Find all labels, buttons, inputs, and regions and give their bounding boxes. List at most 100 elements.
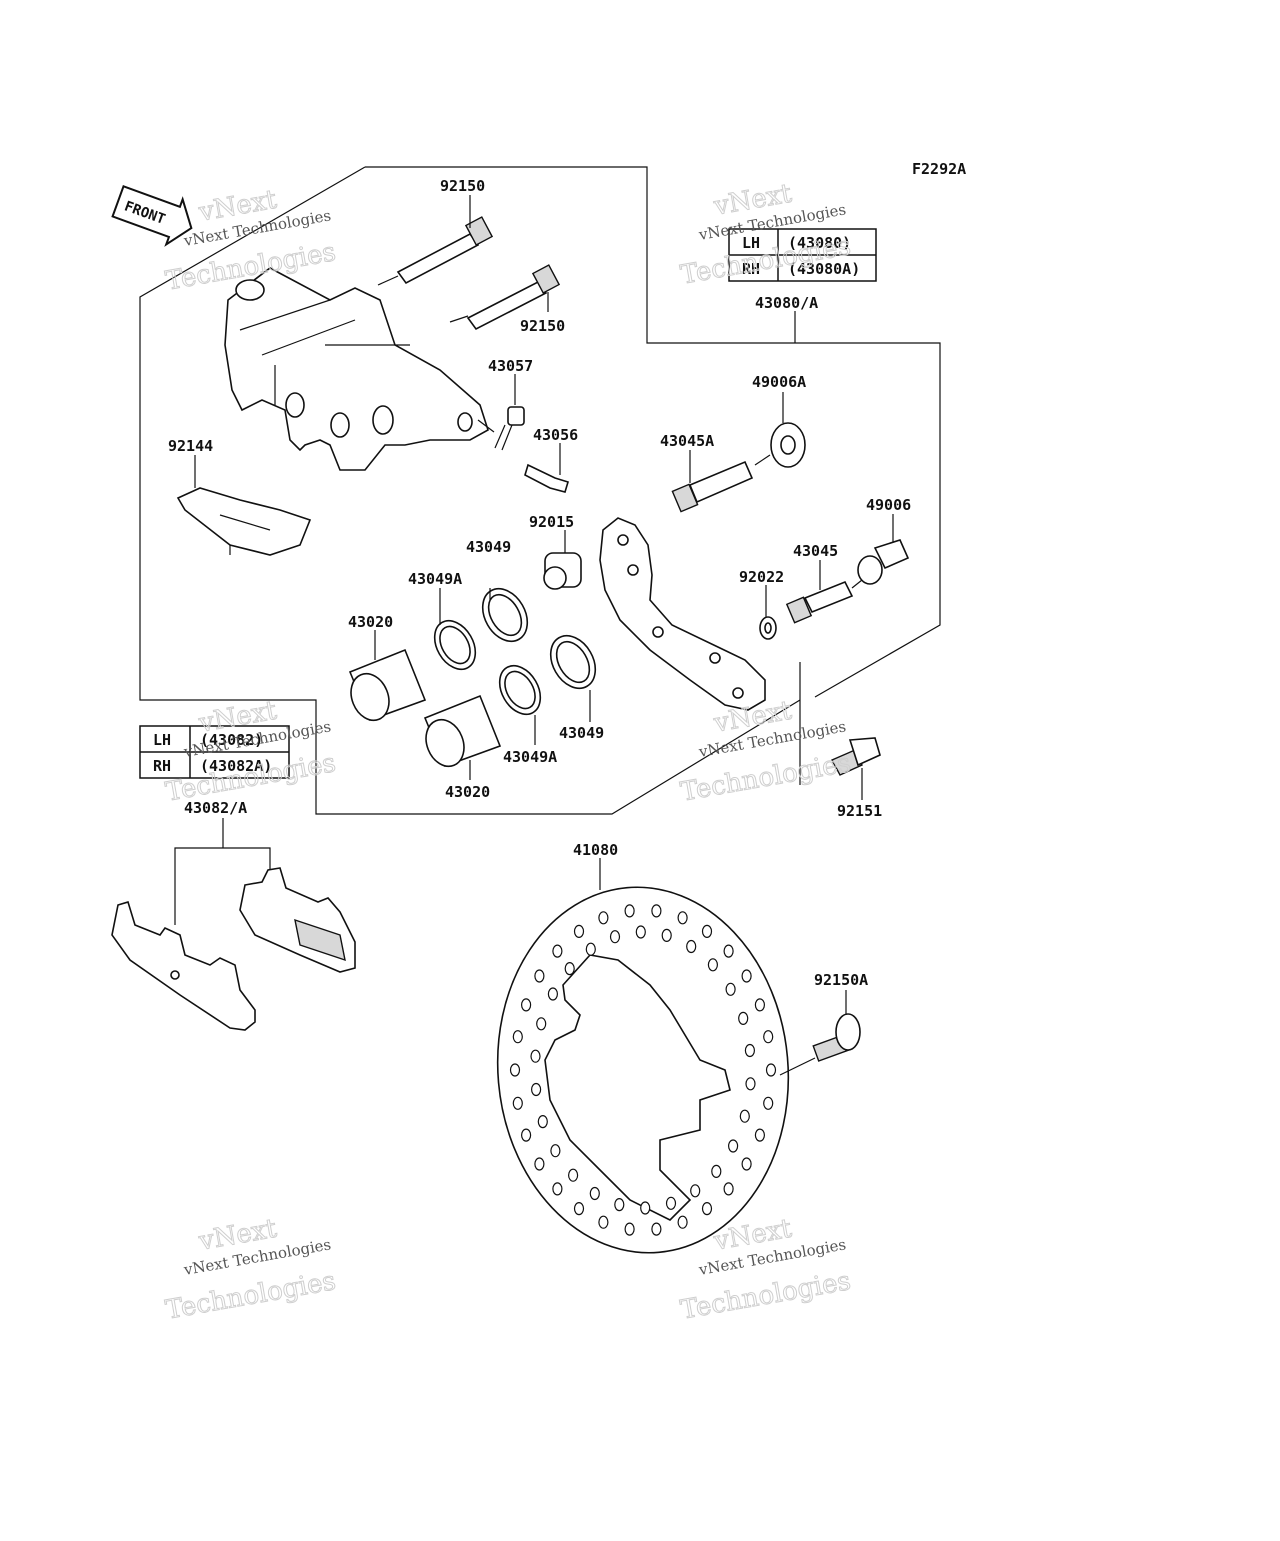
disc-hole [744, 1043, 756, 1058]
disc-hole [677, 1215, 688, 1229]
disc-hole [550, 1144, 561, 1158]
disc-hole [573, 1201, 585, 1216]
disc-hole [661, 928, 672, 943]
watermark-top-right: vNext Technologies vNext Technologies [678, 178, 854, 291]
disc-hole [585, 942, 596, 956]
caliper-bracket [599, 517, 766, 711]
watermark-bottom-left: vNext Technologies vNext Technologies [163, 1213, 339, 1326]
boot-49006A [770, 422, 806, 468]
disc-hole [547, 987, 559, 1001]
disc-hole [552, 1182, 563, 1196]
clip-43057 [494, 406, 525, 451]
disc-hole [614, 1197, 625, 1212]
brake-pad-right [239, 867, 356, 973]
label-43049-b: 43049 [559, 724, 604, 742]
disc-hole [701, 1201, 713, 1216]
disc-hole [738, 1011, 749, 1026]
label-43045A: 43045A [660, 432, 714, 450]
label-49006A: 49006A [752, 373, 806, 391]
pin-92150-mid [466, 264, 561, 331]
boot-49006 [857, 539, 910, 585]
disc-hole [754, 1128, 766, 1142]
disc-hole [512, 1096, 523, 1110]
watermark-mid-right: vNext Technologies vNext Technologies [678, 695, 854, 808]
disc-hole [512, 1030, 523, 1044]
disc-hole [763, 1030, 774, 1044]
label-92150-mid: 92150 [520, 317, 565, 335]
pin-43045A [671, 460, 754, 513]
disc-hole [534, 1157, 545, 1171]
caliper-lh-label: LH [742, 234, 760, 252]
disc-hole [520, 1128, 532, 1142]
pad-lhrh-table: LH (43082) RH (43082A) [139, 725, 290, 779]
label-92015: 92015 [529, 513, 574, 531]
disc-hole [530, 1049, 541, 1063]
sleeve-92015 [543, 552, 582, 590]
pad-rh-part: (43082A) [200, 757, 272, 775]
caliper-assembly-outline-left [139, 166, 801, 815]
disc-hole [745, 1077, 756, 1091]
pin-92150-top [396, 216, 494, 285]
label-49006: 49006 [866, 496, 911, 514]
pad-lh-part: (43082) [200, 731, 263, 749]
disc-hole [651, 1222, 662, 1236]
label-43049-a: 43049 [466, 538, 511, 556]
caliper-lhrh-table: LH (43080) RH (43080A) [728, 228, 877, 282]
label-41080: 41080 [573, 841, 618, 859]
bolt-92151 [831, 737, 881, 776]
disc-hole [677, 911, 688, 925]
label-92022: 92022 [739, 568, 784, 586]
disc-hole [635, 925, 646, 939]
label-43020-a: 43020 [348, 613, 393, 631]
caliper-lh-part: (43080) [788, 234, 851, 252]
disc-hole [573, 924, 585, 939]
disc-hole [534, 969, 545, 983]
disc-hole [651, 904, 662, 918]
disc-hole [520, 998, 532, 1012]
label-92144: 92144 [168, 437, 213, 455]
disc-hole [609, 930, 621, 944]
disc-hole [701, 924, 713, 939]
disc-hole [567, 1168, 579, 1182]
seal-43049-b [549, 634, 597, 690]
disc-hole [723, 1182, 734, 1196]
washer-92022 [759, 616, 777, 640]
label-92151: 92151 [837, 802, 882, 820]
label-43049A-a: 43049A [408, 570, 462, 588]
brake-pad-left [111, 901, 256, 1031]
disc-hole [741, 1157, 752, 1171]
seal-43049A-a [433, 619, 477, 671]
label-43057: 43057 [488, 357, 533, 375]
piston-43020-b [423, 694, 502, 768]
seal-43049A-b [498, 664, 542, 716]
seal-43049-a [481, 587, 529, 643]
disc-hole [598, 911, 609, 925]
disc-hole [589, 1186, 600, 1201]
disc-hole [723, 944, 734, 958]
label-43020-b: 43020 [445, 783, 490, 801]
bolt-92150A [812, 1013, 861, 1062]
caliper-body [224, 267, 489, 471]
disc-hole [765, 1063, 777, 1077]
disc-hole [598, 1215, 609, 1229]
bleeder-43056 [524, 463, 569, 493]
caliper-rh-part: (43080A) [788, 260, 860, 278]
pin-43045 [785, 580, 854, 624]
label-43080: 43080/A [755, 294, 818, 312]
label-43056: 43056 [533, 426, 578, 444]
disc-hole [552, 944, 563, 958]
disc-hole [707, 958, 719, 972]
disc-hole [686, 939, 697, 954]
pad-rh-label: RH [153, 757, 171, 775]
label-43082: 43082/A [184, 799, 247, 817]
disc-hole [537, 1114, 548, 1129]
disc-hole [711, 1164, 722, 1179]
label-43045: 43045 [793, 542, 838, 560]
piston-43020-a [348, 648, 427, 722]
diagram-code: F2292A [912, 160, 966, 178]
label-92150-top: 92150 [440, 177, 485, 195]
disc-hole [725, 982, 736, 996]
disc-hole [624, 1222, 635, 1236]
disc-hole [727, 1139, 739, 1153]
